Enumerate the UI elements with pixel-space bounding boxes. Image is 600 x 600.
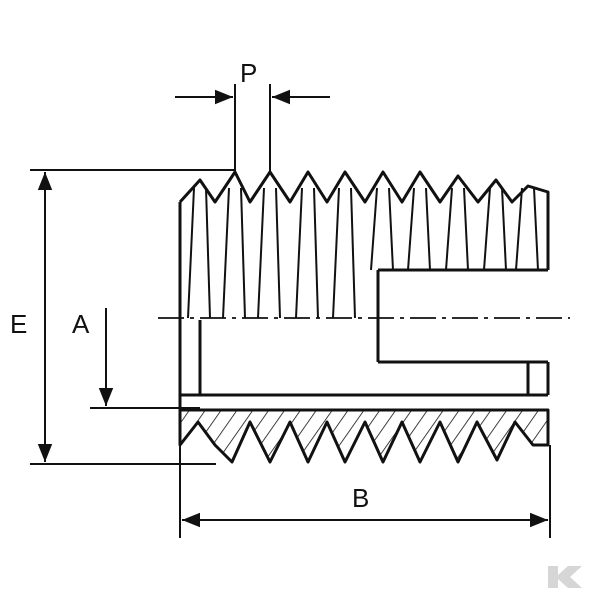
thread-flank-line [425, 187, 431, 271]
length-dimension [179, 445, 551, 538]
k-logo-icon [548, 566, 582, 588]
lower-thread-section [178, 393, 550, 464]
inner-diameter-dimension [90, 308, 200, 409]
thread-flank-line [445, 187, 453, 271]
thread-flank-line [533, 187, 539, 271]
thread-flank-line [501, 187, 507, 271]
thread-flank-line [205, 187, 211, 319]
thread-flank-line [463, 187, 469, 271]
thread-flank-line [350, 187, 356, 319]
thread-flank-line [483, 187, 491, 271]
outer-diameter-dimension [30, 169, 236, 465]
inner-diameter-label: A [72, 309, 90, 339]
thread-flank-line [240, 187, 246, 319]
thread-flank-line [388, 187, 394, 271]
thread-flank-line [515, 187, 523, 271]
thread-flank-line [257, 187, 265, 319]
thread-flank-line [407, 187, 415, 271]
thread-flank-line [187, 187, 195, 319]
length-label: B [352, 483, 369, 513]
thread-flank-line [275, 187, 281, 319]
outer-diameter-label: E [10, 309, 27, 339]
thread-flank-line [295, 187, 303, 319]
upper-thread [178, 170, 550, 410]
thread-flank-line [313, 187, 319, 319]
thread-flank-line [222, 187, 230, 319]
thread-flank-line [332, 187, 340, 319]
thread-flank-line [370, 187, 378, 271]
pitch-label: P [240, 58, 257, 88]
pitch-dimension [175, 84, 330, 172]
thread-flank-lines [187, 187, 539, 319]
